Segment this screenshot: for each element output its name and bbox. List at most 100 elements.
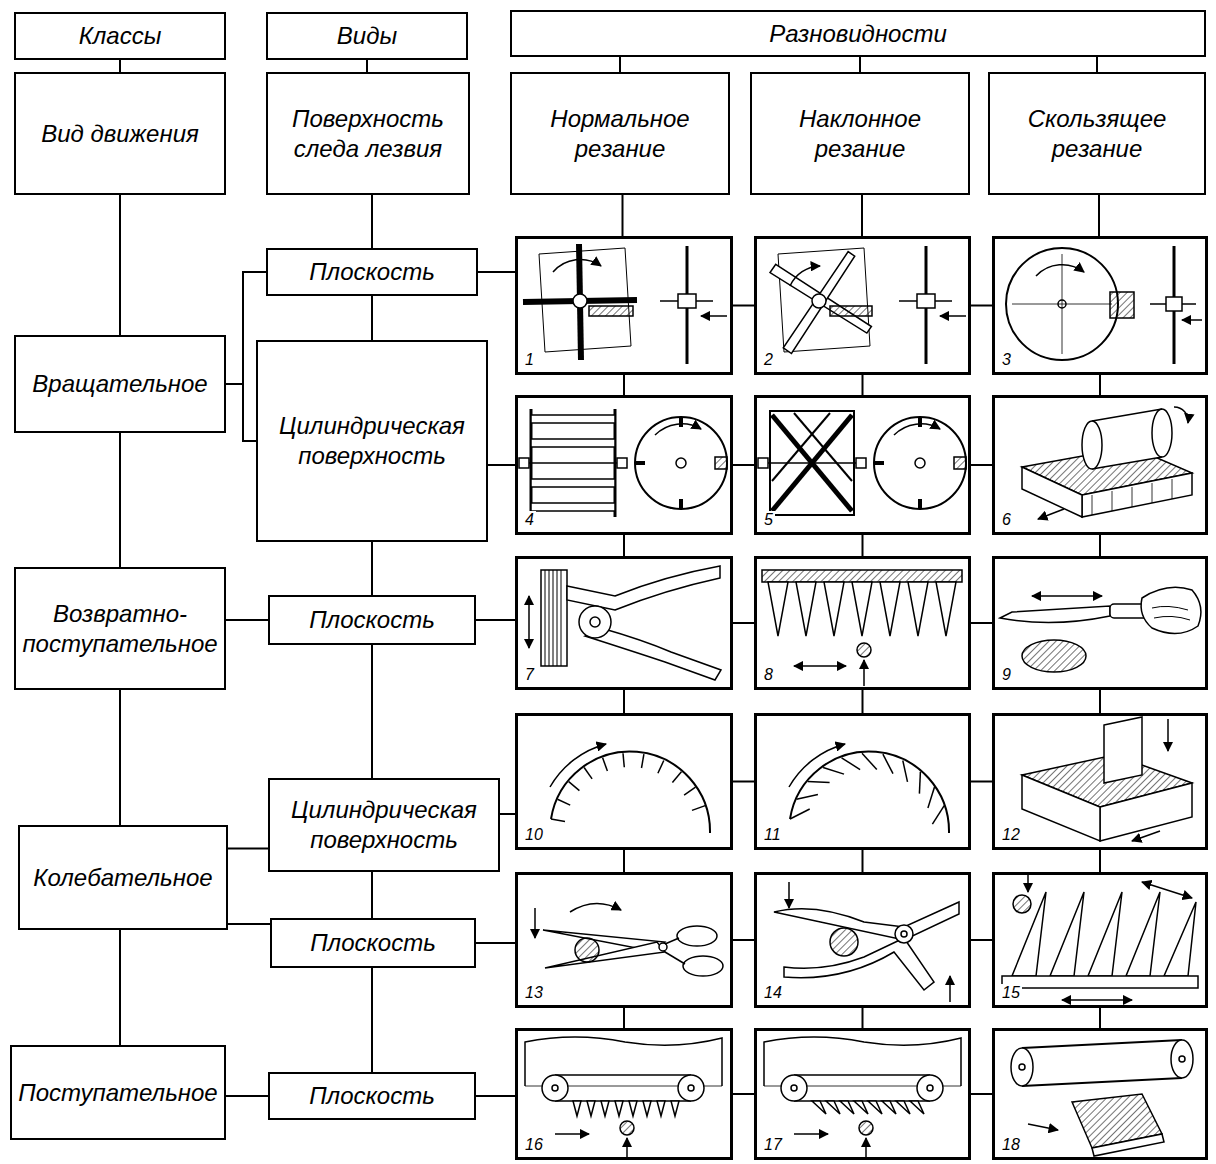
arc-comb-figure [903,761,908,782]
hand-knife-figure [1152,606,1190,620]
arc-comb-figure [808,782,830,783]
disc-knife-figure [1006,246,1202,364]
connector-line [1096,57,1098,72]
toothed-belt-figure [812,1101,826,1114]
scissors-figure [677,926,717,946]
band-knife-figure [1019,1064,1025,1070]
arc-comb-figure [797,795,818,800]
callout-number: 1 [523,351,536,369]
toothed-belt-figure [525,1037,722,1158]
toothed-belt-figure [794,1074,930,1076]
reel-drum-figure [635,461,645,465]
toothed-belt-figure [643,1101,651,1116]
disc-knife-figure [1036,265,1084,276]
box-label: Наклонное резание [752,104,968,164]
connector-line [862,690,864,713]
label-box: Виды [266,12,468,60]
roller-block-figure [1092,457,1162,469]
knife-row-figure [1142,882,1192,898]
connector-line [226,1095,268,1097]
reel-drum-figure [531,439,615,447]
label-box: Вращательное [14,335,226,433]
label-box: Возвратно-поступательное [14,567,226,690]
connector-line [862,375,864,395]
toothed-belt-figure [552,1085,558,1091]
scissors-figure [683,956,723,976]
label-box: Колебательное [18,825,228,930]
arc-comb-figure [603,758,608,771]
connector-line [371,296,373,340]
box-label: Возвратно-поступательное [16,599,224,659]
connector-line [371,645,373,778]
pruner-figure [830,928,858,956]
label-box: Классы [14,12,226,60]
toothed-belt-figure [587,1101,595,1116]
knife-row-figure [1050,892,1084,976]
cutter-bar-figure [824,582,844,636]
rotary-knife-figure [782,252,858,354]
hand-knife-figure [1141,587,1201,633]
reel-drum-figure [679,417,683,427]
callout-number: 16 [523,1136,545,1154]
reel-drum-figure [772,415,852,511]
arc-comb-figure [558,799,571,805]
label-box: Поступательное [10,1045,226,1140]
clipper-figure [590,617,600,627]
arc-comb-figure [789,744,845,787]
connector-line [733,781,754,783]
disc-knife-figure [1006,248,1118,360]
connector-line [1099,375,1101,395]
arc-comb-figure [658,761,664,774]
toothed-belt-figure [688,1085,694,1091]
reel-drum-figure [715,457,727,469]
connector-line [371,872,373,918]
disc-knife-figure [1166,297,1182,311]
connector-line [862,535,864,556]
connector-line [119,433,121,567]
illustration-frame: 6 [992,395,1208,535]
reel-drum-figure [874,461,884,465]
toothed-belt-figure [865,1138,867,1158]
roller-block-figure [1022,467,1082,517]
roller-block-figure [1172,479,1173,499]
rotary-knife-figure [701,315,727,317]
roller-block-figure [1132,487,1133,507]
cutter-bar-figure [880,582,900,636]
callout-number: 13 [523,984,545,1002]
pruner-figure [774,902,959,940]
block-blade-figure [1022,775,1100,841]
callout-number: 10 [523,826,545,844]
connector-line [1099,850,1101,872]
arc-comb-figure [569,782,580,791]
cutter-bar-figure [852,582,872,636]
reel-drum-figure [856,458,866,468]
callout-number: 6 [1000,511,1013,529]
connector-line [861,195,863,236]
connector-line [623,535,625,556]
rotary-knife-figure [770,261,871,338]
toothed-belt-figure [868,1101,882,1114]
reel-drum-figure [635,417,727,509]
toothed-belt-figure [882,1101,896,1114]
connector-line [476,1095,515,1097]
arc-comb-figure [672,772,681,783]
roller-block-figure [1152,483,1153,503]
reel-drum-figure [770,411,854,515]
block-blade-figure [1100,783,1192,841]
knife-row-figure [1088,892,1122,976]
callout-number: 14 [762,984,784,1002]
scissors-figure [534,908,536,938]
disc-knife-figure [1110,292,1134,318]
box-label: Цилиндрическая поверхность [270,795,498,855]
callout-number: 3 [1000,351,1013,369]
cutter-bar-figure [762,570,962,582]
arc-comb-figure [550,744,606,787]
toothed-belt-figure [854,1101,868,1114]
box-label: Вращательное [26,369,213,399]
arc-comb-figure [862,753,877,769]
connector-line [478,271,515,273]
scissors-figure [570,903,621,912]
callout-number: 9 [1000,666,1013,684]
band-knife-figure [1171,1040,1193,1078]
toothed-belt-figure [542,1075,568,1101]
